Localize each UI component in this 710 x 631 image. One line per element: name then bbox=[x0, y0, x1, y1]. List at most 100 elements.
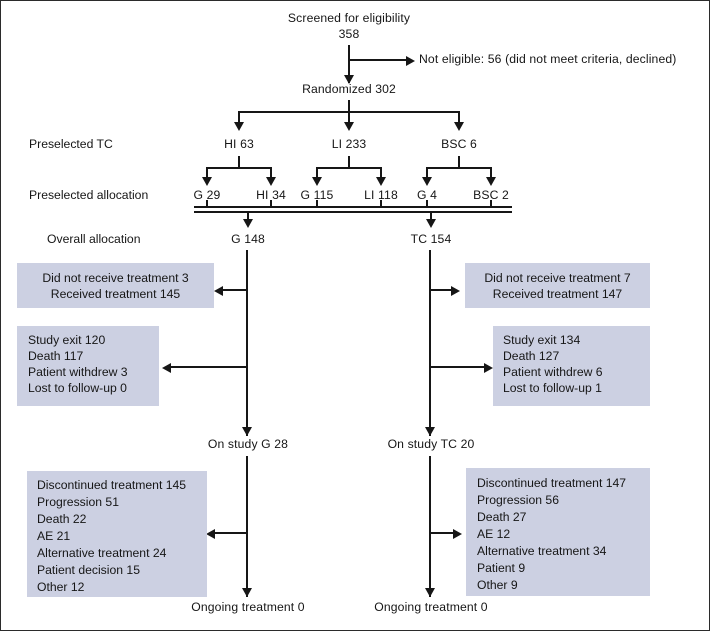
g-received-line-2: Received treatment 145 bbox=[50, 287, 181, 301]
screened-value: 358 bbox=[338, 27, 360, 41]
arrowhead-hi34 bbox=[266, 177, 276, 186]
row-label-overall-allocation: Overall allocation bbox=[47, 232, 141, 246]
tc-study-exit-line-2: Death 127 bbox=[503, 349, 560, 363]
drop-bsc2 bbox=[490, 167, 492, 180]
alloc-li118: LI 118 bbox=[364, 188, 398, 202]
g-study-exit-line-4: Lost to follow-up 0 bbox=[28, 381, 127, 395]
tc-received-line-2: Received treatment 147 bbox=[492, 287, 623, 301]
drop-hi bbox=[238, 111, 240, 125]
trunk-tc-main bbox=[429, 250, 431, 436]
g-on-study-label: On study G 28 bbox=[207, 437, 289, 451]
arrowhead-ongoing-tc bbox=[425, 588, 435, 597]
g-discontinued-line-7: Other 12 bbox=[37, 580, 85, 594]
pool-bar-tc bbox=[194, 211, 512, 213]
drop-li bbox=[348, 111, 350, 125]
arrowhead-hi bbox=[234, 122, 244, 131]
arrowhead-overall-g bbox=[243, 219, 253, 228]
branch-g-discontinued bbox=[215, 532, 248, 534]
preselected-tc-li: LI 233 bbox=[331, 137, 367, 151]
riser-g115 bbox=[316, 200, 318, 208]
trunk-bsc-split bbox=[458, 156, 460, 169]
riser-li118 bbox=[380, 200, 382, 208]
tc-study-exit-box bbox=[493, 326, 650, 406]
alloc-hi34: HI 34 bbox=[256, 188, 286, 202]
trunk-screened-to-randomized bbox=[348, 45, 350, 83]
tc-discontinued-line-1: Discontinued treatment 147 bbox=[477, 476, 627, 490]
trunk-g-lower bbox=[246, 456, 248, 597]
trunk-randomized-split bbox=[348, 100, 350, 113]
g-received-box bbox=[17, 263, 214, 308]
arrowhead-randomized bbox=[344, 75, 354, 84]
drop-hi34 bbox=[270, 167, 272, 180]
row-label-preselected-allocation: Preselected allocation bbox=[29, 188, 149, 202]
g-discontinued-line-2: Progression 51 bbox=[37, 495, 119, 509]
tc-discontinued-line-7: Other 9 bbox=[477, 578, 518, 592]
alloc-g115: G 115 bbox=[300, 188, 334, 202]
tc-discontinued-line-5: Alternative treatment 34 bbox=[477, 544, 607, 558]
split-bar-hi bbox=[206, 167, 272, 169]
arrowhead-not-eligible bbox=[406, 56, 415, 66]
pool-bar-g bbox=[194, 206, 512, 208]
tc-ongoing-label: Ongoing treatment 0 bbox=[374, 600, 488, 614]
preselected-tc-hi: HI 63 bbox=[224, 137, 254, 151]
tc-received-box bbox=[465, 263, 650, 308]
branch-g-received bbox=[223, 289, 248, 291]
arrowhead-on-study-tc bbox=[425, 427, 435, 436]
branch-tc-discontinued bbox=[429, 532, 457, 534]
screened-label: Screened for eligibility bbox=[287, 11, 411, 25]
g-study-exit-line-1: Study exit 120 bbox=[28, 333, 106, 347]
arrowhead-g115 bbox=[312, 177, 322, 186]
alloc-bsc2: BSC 2 bbox=[473, 188, 509, 202]
preselected-tc-bsc: BSC 6 bbox=[441, 137, 477, 151]
arrowhead-bsc2 bbox=[486, 177, 496, 186]
arrowhead-g29 bbox=[202, 177, 212, 186]
row-label-preselected-tc: Preselected TC bbox=[29, 137, 113, 151]
not-eligible-label: Not eligible: 56 (did not meet criteria,… bbox=[419, 52, 677, 66]
tc-discontinued-line-2: Progression 56 bbox=[477, 493, 559, 507]
arrowhead-overall-tc bbox=[426, 219, 436, 228]
riser-hi34 bbox=[270, 200, 272, 208]
split-bar-bsc bbox=[426, 167, 492, 169]
g-received-line-1: Did not receive treatment 3 bbox=[42, 271, 189, 285]
trunk-g-main bbox=[246, 250, 248, 436]
branch-tc-study-exit bbox=[429, 366, 488, 368]
tc-discontinued-box bbox=[466, 468, 650, 596]
g-discontinued-line-1: Discontinued treatment 145 bbox=[37, 478, 187, 492]
arrowhead-on-study-g bbox=[242, 427, 252, 436]
g-discontinued-line-6: Patient decision 15 bbox=[37, 563, 140, 577]
drop-overall-g bbox=[247, 211, 249, 222]
tc-study-exit-line-4: Lost to follow-up 1 bbox=[503, 381, 602, 395]
tc-discontinued-line-3: Death 27 bbox=[477, 510, 527, 524]
drop-bsc bbox=[458, 111, 460, 125]
drop-li118 bbox=[380, 167, 382, 180]
split-bar-li bbox=[316, 167, 382, 169]
g-ongoing-label: Ongoing treatment 0 bbox=[191, 600, 305, 614]
g-discontinued-line-4: AE 21 bbox=[37, 529, 71, 543]
riser-g4 bbox=[426, 200, 428, 208]
arrowhead-tc-received bbox=[451, 286, 460, 296]
drop-g29 bbox=[206, 167, 208, 180]
arrowhead-tc-study-exit bbox=[484, 363, 493, 373]
g-study-exit-line-2: Death 117 bbox=[28, 349, 84, 363]
randomized-label: Randomized 302 bbox=[302, 82, 396, 96]
arrowhead-bsc bbox=[454, 122, 464, 131]
tc-received-line-1: Did not receive treatment 7 bbox=[484, 271, 631, 285]
alloc-g29: G 29 bbox=[193, 188, 221, 202]
g-discontinued-line-5: Alternative treatment 24 bbox=[37, 546, 167, 560]
trunk-hi-split bbox=[238, 156, 240, 169]
arrowhead-g-study-exit bbox=[162, 363, 171, 373]
tc-discontinued-line-4: AE 12 bbox=[477, 527, 511, 541]
tc-discontinued-line-6: Patient 9 bbox=[477, 561, 526, 575]
overall-allocation-tc: TC 154 bbox=[410, 232, 452, 246]
g-discontinued-line-3: Death 22 bbox=[37, 512, 87, 526]
branch-tc-received bbox=[429, 289, 455, 291]
drop-g115 bbox=[316, 167, 318, 180]
g-study-exit-box bbox=[17, 326, 159, 406]
arrowhead-li118 bbox=[376, 177, 386, 186]
tc-study-exit-line-3: Patient withdrew 6 bbox=[503, 365, 603, 379]
arrowhead-tc-discontinued bbox=[453, 529, 462, 539]
tc-on-study-label: On study TC 20 bbox=[387, 437, 475, 451]
alloc-g4: G 4 bbox=[416, 188, 438, 202]
g-discontinued-box bbox=[27, 471, 207, 597]
